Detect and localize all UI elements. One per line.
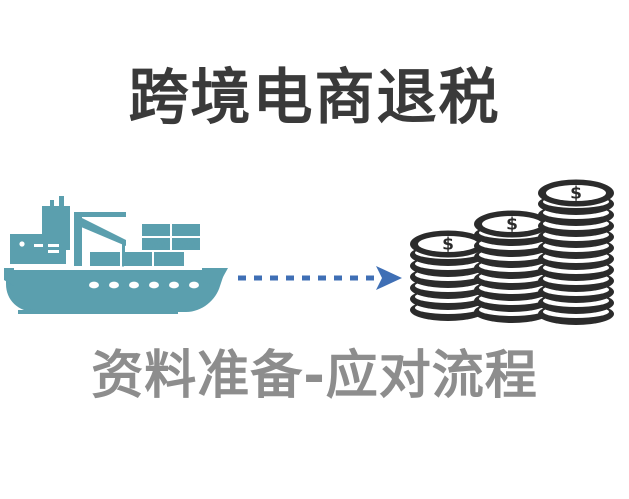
cargo-ship-icon xyxy=(4,196,228,314)
coin-dollar-symbol-small: $ xyxy=(442,235,454,255)
coin-dollar-symbol-medium: $ xyxy=(506,215,518,235)
illustration-scene: $ $ xyxy=(0,178,629,338)
flow-arrow xyxy=(236,260,408,296)
container-seams xyxy=(88,224,200,268)
coin-stack-small: $ xyxy=(410,230,486,321)
cargo-ship-illustration xyxy=(4,182,244,330)
coin-stacks-icon: $ $ xyxy=(410,179,614,325)
coin-dollar-symbol-large: $ xyxy=(570,184,582,204)
dashed-arrow-right-icon xyxy=(238,266,402,290)
page-title: 跨境电商退税 xyxy=(128,63,501,133)
page-subtitle: 资料准备-应对流程 xyxy=(91,346,538,406)
ship-portholes xyxy=(89,281,199,289)
cabin-windows xyxy=(19,241,59,253)
container-hatching xyxy=(145,238,197,249)
coin-stack-medium: $ xyxy=(474,210,550,323)
coin-stacks-illustration: $ $ xyxy=(404,179,620,332)
coin-stack-large: $ xyxy=(538,179,614,325)
